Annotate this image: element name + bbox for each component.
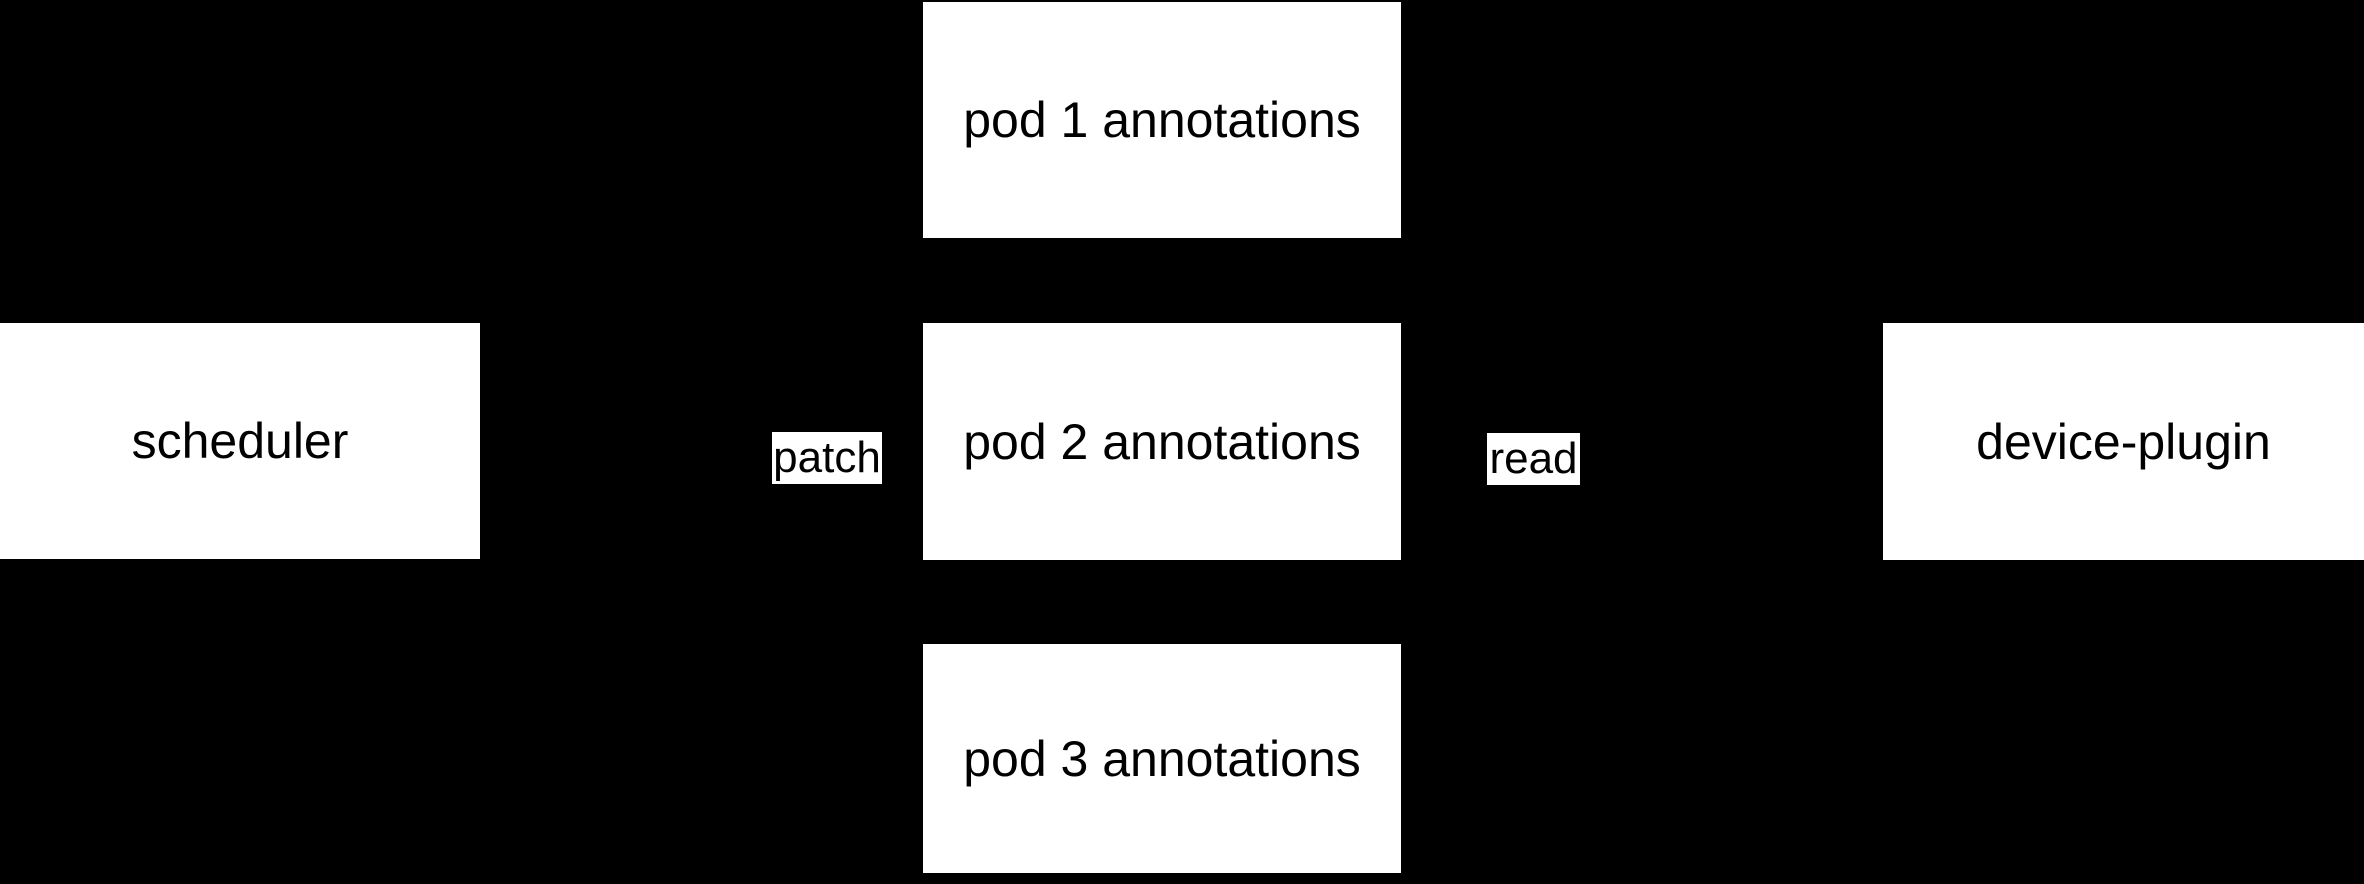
node-pod-3-annotations-label: pod 3 annotations [963,730,1361,787]
node-device-plugin-label: device-plugin [1976,413,2271,470]
node-pod-1-annotations: pod 1 annotations [923,2,1401,238]
node-pod-2-annotations: pod 2 annotations [923,323,1401,560]
node-pod-1-annotations-label: pod 1 annotations [963,92,1361,148]
edge-label-read: read [1487,433,1580,485]
node-device-plugin: device-plugin [1883,323,2364,560]
edge-label-read-text: read [1489,434,1578,484]
node-scheduler-label: scheduler [131,413,349,469]
node-scheduler: scheduler [0,323,480,559]
edge-label-patch: patch [772,432,882,484]
node-pod-2-annotations-label: pod 2 annotations [963,413,1361,470]
node-pod-3-annotations: pod 3 annotations [923,644,1401,873]
edge-label-patch-text: patch [773,433,881,483]
